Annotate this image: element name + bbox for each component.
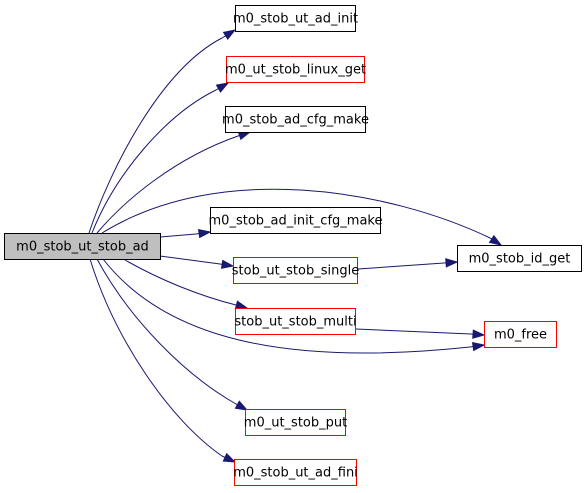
edge-line (96, 135, 239, 234)
edge-line-tail (221, 35, 226, 39)
node-m0-ut-stob-put[interactable]: m0_ut_stob_put (244, 409, 347, 436)
edge-root-to-init-cfg-make (159, 228, 212, 239)
edge-line (159, 255, 221, 265)
node-m0-ut-stob-linux-get[interactable]: m0_ut_stob_linux_get (225, 56, 366, 83)
edge-root-to-ad-init (88, 29, 237, 234)
edge-arrowhead (215, 82, 230, 93)
graph-edges (88, 29, 503, 463)
edge-arrowhead (222, 452, 237, 463)
node-label: m0_stob_ad_cfg_make (222, 113, 369, 128)
edge-line (355, 328, 472, 335)
graph-nodes: m0_stob_ut_stob_ad m0_stob_ut_ad_init m0… (4, 5, 582, 486)
node-m0-stob-ut-ad-init[interactable]: m0_stob_ut_ad_init (233, 5, 358, 32)
node-label: m0_ut_stob_put (244, 416, 347, 431)
edge-line (88, 37, 223, 234)
edge-line-tail (221, 455, 226, 458)
edge-arrowhead (472, 329, 486, 339)
edge-arrowhead (234, 300, 249, 310)
edge-root-to-ad-fini (89, 258, 237, 463)
edge-line (101, 188, 491, 239)
edge-multi-to-free (355, 328, 486, 339)
edge-root-to-single (159, 255, 235, 269)
edge-root-to-free (102, 258, 486, 354)
edge-line-tail (237, 135, 240, 137)
edge-arrowhead (197, 228, 212, 239)
edge-line-tail (489, 237, 492, 240)
edge-line (159, 233, 197, 238)
node-stob-ut-stob-single[interactable]: stob_ut_stob_single (232, 257, 359, 284)
node-label: stob_ut_stob_multi (234, 315, 356, 330)
edge-line-tail (215, 88, 219, 91)
node-m0-stob-ut-ad-fini[interactable]: m0_stob_ut_ad_fini (233, 459, 358, 486)
edge-line (124, 259, 237, 306)
edge-line (89, 258, 223, 457)
edge-line (102, 258, 471, 354)
edge-line (357, 262, 445, 270)
node-stob-ut-stob-multi[interactable]: stob_ut_stob_multi (234, 308, 357, 335)
edge-root-to-ut-put (96, 258, 249, 411)
node-m0-free[interactable]: m0_free (484, 321, 557, 348)
node-label: m0_stob_ut_ad_fini (233, 466, 358, 481)
edge-single-to-id-get (357, 258, 459, 270)
node-m0-stob-ad-cfg-make[interactable]: m0_stob_ad_cfg_make (222, 106, 369, 133)
node-label: m0_free (494, 328, 547, 343)
edge-line (91, 89, 217, 234)
edge-arrowhead (471, 341, 486, 352)
edge-arrowhead (445, 258, 459, 268)
edge-root-to-id-get (101, 188, 503, 246)
node-label: stob_ut_stob_single (232, 264, 359, 279)
edge-line (96, 258, 237, 405)
edge-line-tail (235, 403, 238, 406)
node-m0-stob-ut-stob-ad[interactable]: m0_stob_ut_stob_ad (4, 233, 161, 260)
node-label: m0_stob_id_get (469, 252, 571, 267)
edge-arrowhead (488, 234, 503, 246)
node-m0-stob-ad-init-cfg-make[interactable]: m0_stob_ad_init_cfg_make (209, 207, 383, 234)
node-m0-stob-id-get[interactable]: m0_stob_id_get (457, 245, 582, 272)
node-label: m0_stob_ad_init_cfg_make (209, 214, 383, 229)
edge-root-to-linux-get (91, 82, 230, 234)
node-label: m0_ut_stob_linux_get (225, 63, 366, 78)
node-label: m0_stob_ut_ad_init (233, 12, 358, 27)
edge-arrowhead (234, 400, 249, 411)
node-label: m0_stob_ut_stob_ad (16, 240, 149, 255)
edge-arrowhead (222, 29, 237, 41)
